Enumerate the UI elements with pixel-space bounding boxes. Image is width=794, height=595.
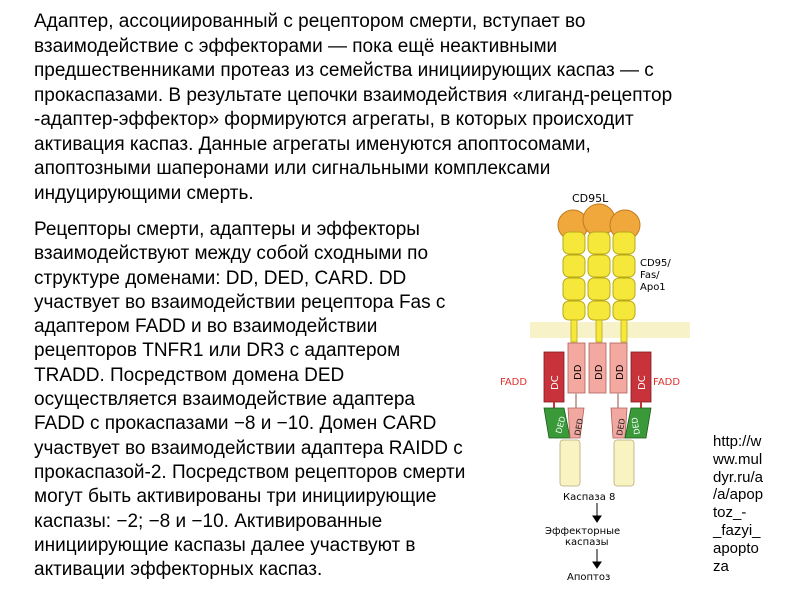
transmembrane-segment (620, 319, 628, 343)
url-line: toz_- (713, 504, 747, 522)
caspase-8-label: Каспаза 8 (563, 492, 615, 503)
intro-line: активация каспаз. Данные агрегаты именую… (34, 133, 591, 155)
apoptosis-label: Апоптоз (567, 572, 610, 583)
transmembrane-segment (595, 319, 603, 343)
intro-line: предшественниками протеаз из семейства и… (34, 60, 654, 81)
intro-line: апоптозными шаперонами или сигнальными к… (34, 158, 551, 179)
url-line: _fazyi_ (713, 521, 761, 539)
intro-line: Адаптер, ассоциированный с рецептором см… (34, 11, 586, 32)
body-line: взаимодействуют между собой сходными по (34, 243, 429, 265)
ded-label: DED (554, 415, 567, 434)
url-line: apopto (713, 539, 759, 557)
url-line: za (713, 557, 729, 575)
receptor-label: CD95/ (640, 258, 671, 269)
body-line: осуществляется взаимодействие адаптера (34, 389, 415, 411)
dd-label: DD (594, 364, 605, 380)
intro-line: -адаптер-эффектор» формируются агрегаты,… (34, 109, 634, 130)
ligand-subunit (582, 203, 616, 237)
body-line: могут быть активированы три инициирующие (34, 486, 437, 508)
effector-label: каспазы (565, 537, 609, 548)
body-line: рецепторов TNFR1 или DR3 с адаптером (34, 340, 401, 362)
body-line: инициирующие каспазы далее участвуют в (34, 534, 416, 556)
body-line: Рецепторы смерти, адаптеры и эффекторы (34, 219, 420, 240)
body-line: участвует во взаимодействии адаптера RAI… (34, 437, 463, 459)
url-line: ww.mul (713, 450, 763, 468)
domains-paragraph: Рецепторы смерти, адаптеры и эффекторы в… (34, 218, 534, 582)
receptor-death-domains (567, 342, 628, 394)
intro-line: прокаспазами. В результате цепочки взаим… (34, 84, 673, 106)
intro-paragraph: Адаптер, ассоциированный с рецептором см… (34, 10, 789, 206)
dd-label: DD (573, 364, 584, 380)
body-line: активации эффекторных каспаз. (34, 559, 323, 581)
dc-label: DC (637, 375, 648, 390)
cell-membrane (530, 322, 690, 338)
effector-label: Эффекторные (545, 526, 620, 537)
intro-line: взаимодействие с эффекторами — пока ещё … (34, 35, 558, 57)
receptor-extracellular (562, 231, 636, 321)
pathway-arrows (592, 503, 602, 569)
ded-label: DED (630, 417, 642, 436)
intro-line: индуцирующими смерть. (34, 182, 254, 204)
body-line: каспазы: −2; −8 и −10. Активированные (34, 510, 383, 532)
dc-label: DC (550, 375, 561, 390)
dd-label: DD (615, 364, 626, 380)
body-line: прокаспазой-2. Посредством рецепторов см… (34, 461, 466, 483)
fadd-death-domains (543, 351, 652, 403)
source-url[interactable]: http://w ww.mul dyr.ru/a /a/apop toz_- _… (713, 433, 763, 575)
ded-label: DED (573, 418, 585, 437)
body-line: структуре доменами: DD, DED, CARD. DD (34, 267, 407, 289)
fadd-left-label: FADD (500, 377, 527, 388)
receptor-label: Apo1 (640, 282, 666, 293)
transmembrane-segment (570, 319, 578, 343)
body-line: адаптером FADD и во взаимодействии (34, 316, 378, 338)
procaspase-8 (559, 439, 635, 487)
url-line: /a/apop (713, 486, 764, 504)
receptor-label: Fas/ (640, 270, 660, 281)
body-line: FADD с прокаспазами −8 и −10. Домен CARD (34, 413, 437, 435)
fadd-right-label: FADD (653, 377, 680, 388)
ligand-label: CD95L (572, 192, 609, 205)
body-line: участвует во взаимодействии рецептора Fa… (34, 291, 446, 313)
url-line: dyr.ru/a (713, 468, 764, 486)
body-line: TRADD. Посредством домена DED (34, 364, 345, 386)
ded-label: DED (615, 418, 627, 437)
ded-domains (543, 407, 652, 439)
url-line: http://w (713, 433, 762, 450)
